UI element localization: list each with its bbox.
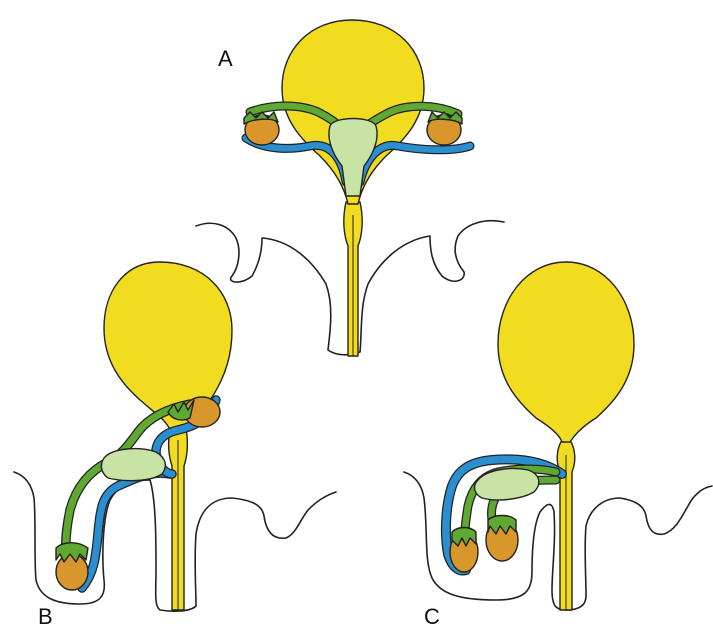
panel-c: C: [404, 262, 712, 629]
panel-a-central-structure: [329, 119, 377, 197]
panel-c-bladder: [498, 262, 634, 442]
panel-a: A: [196, 20, 504, 356]
panel-a-label: A: [218, 46, 233, 71]
panel-c-label: C: [424, 604, 440, 629]
panel-b-central-structure: [101, 449, 165, 481]
panel-b: B: [14, 262, 336, 629]
panel-b-label: B: [38, 604, 53, 629]
panel-b-testis-lower: [56, 554, 88, 590]
